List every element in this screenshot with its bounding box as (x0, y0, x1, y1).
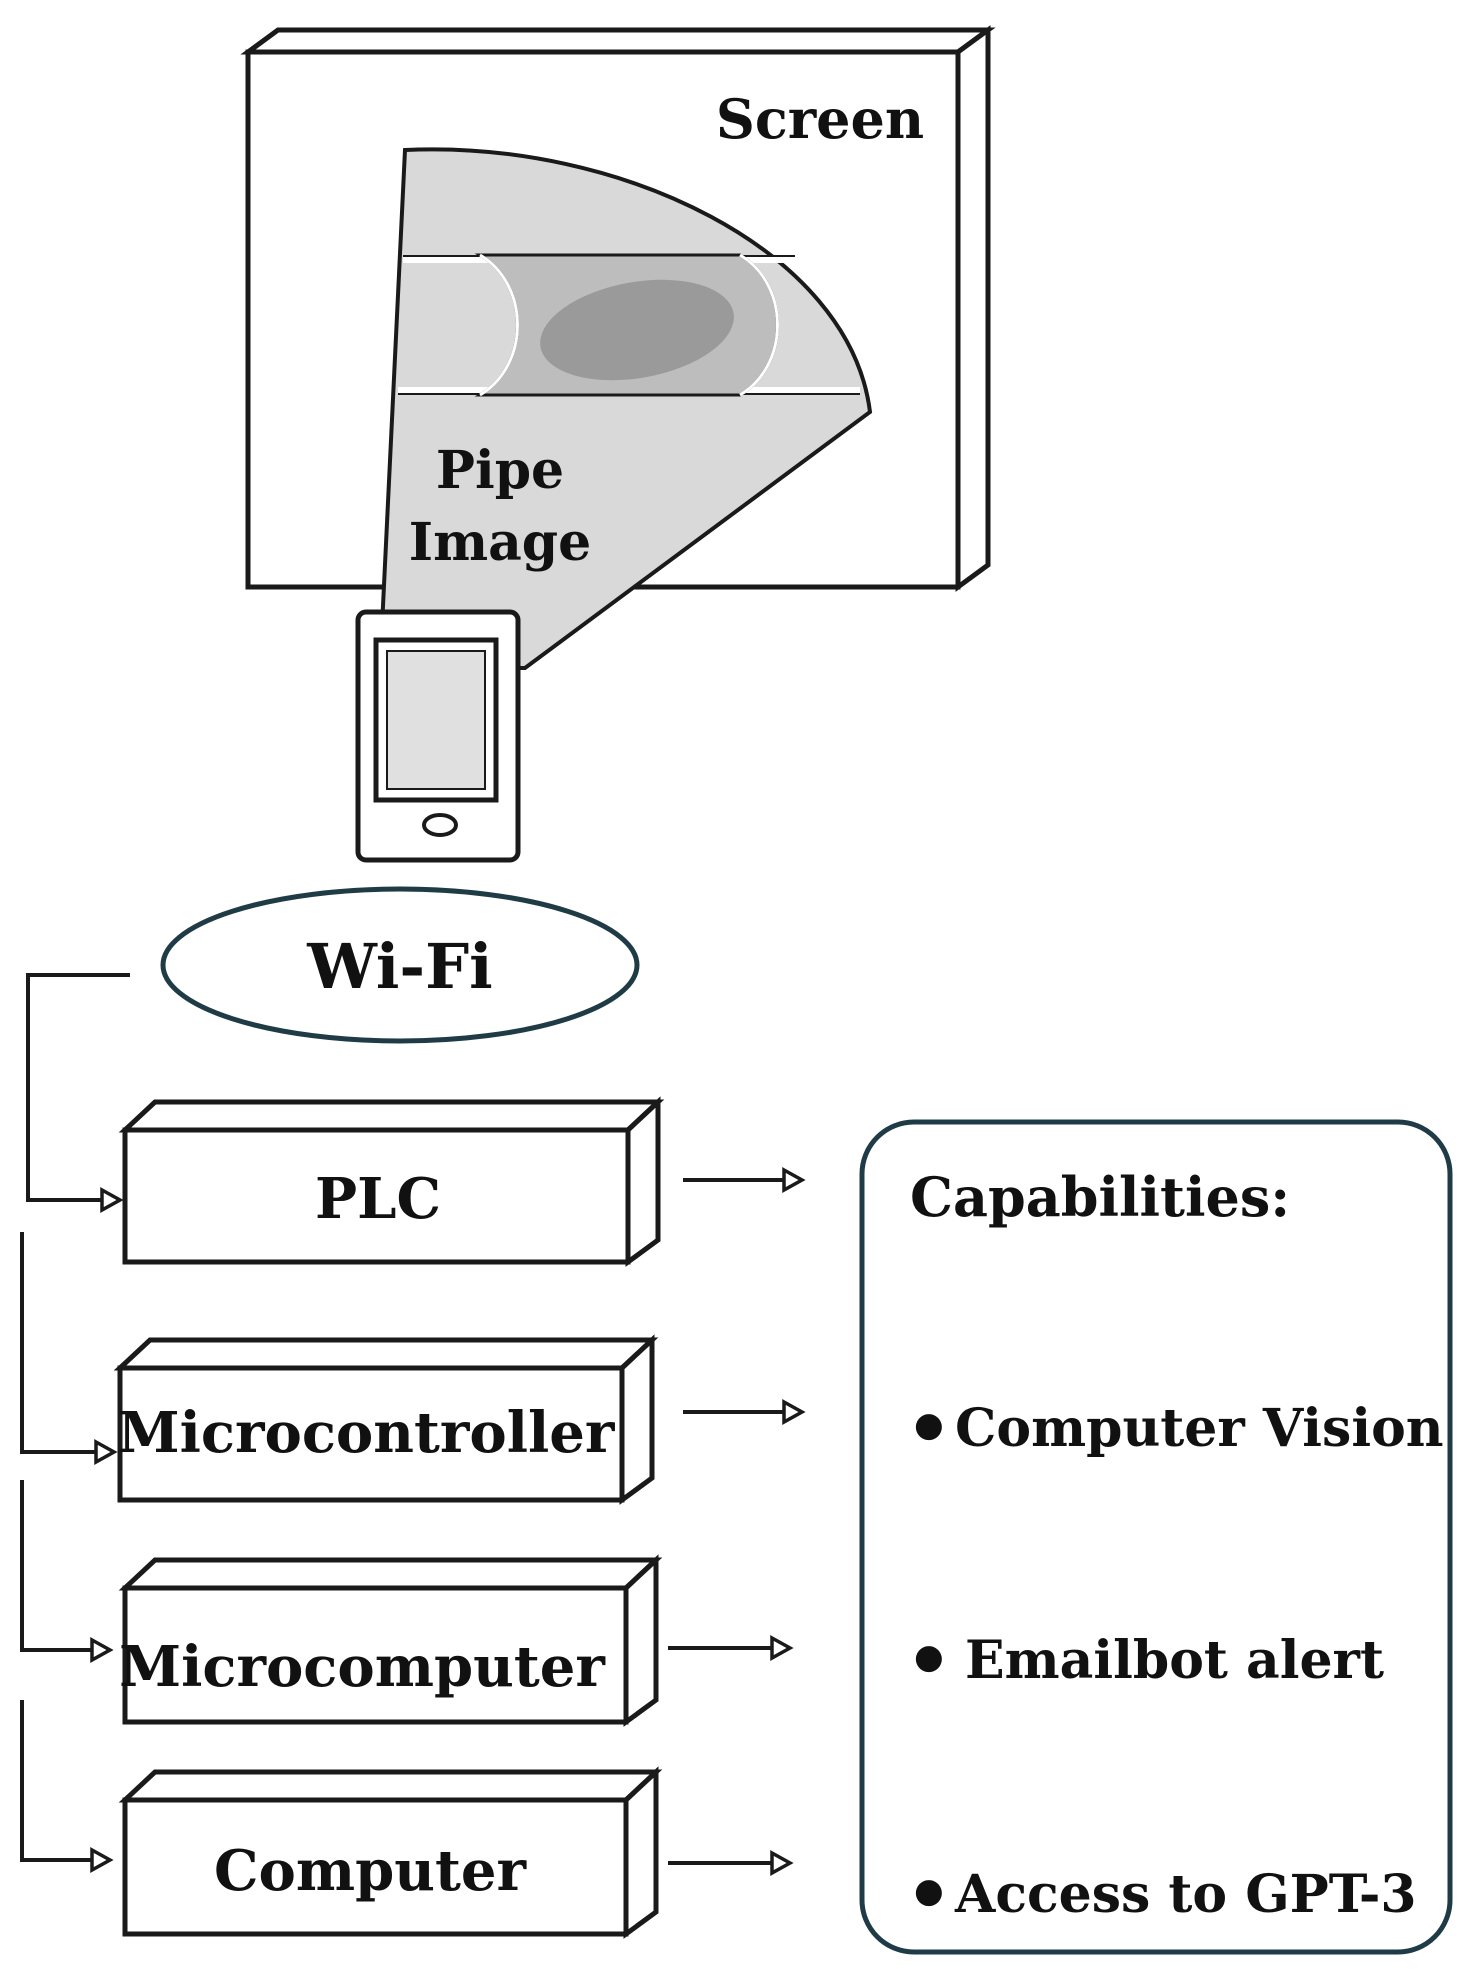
pipe-defect (540, 279, 734, 381)
pipe-image-label-line1: Pipe (436, 440, 564, 501)
capability-bullet-3: ● (914, 1871, 944, 1911)
screen-label: Screen (716, 87, 924, 151)
device-plc: PLC (118, 1096, 665, 1267)
capability-emailbot-alert: Emailbot alert (965, 1630, 1384, 1691)
capability-computer-vision: Computer Vision (955, 1398, 1444, 1459)
device-label-microcomputer: Microcomputer (119, 1634, 606, 1700)
wifi-node: Wi-Fi (160, 886, 640, 1044)
device-label-plc: PLC (315, 1166, 441, 1232)
wifi-label: Wi-Fi (306, 930, 492, 1003)
capabilities-panel: Capabilities: ● Computer Vision ● Emailb… (859, 1119, 1453, 1955)
capabilities-title: Capabilities: (910, 1165, 1290, 1229)
capability-arrows (668, 1167, 806, 1876)
device-label-computer: Computer (214, 1838, 528, 1904)
pipe-image-label-line2: Image (409, 512, 591, 573)
device-label-microcontroller: Microcontroller (118, 1400, 616, 1466)
device-microcontroller: Microcontroller (113, 1334, 659, 1505)
device-computer: Computer (118, 1766, 663, 1939)
device-microcomputer: Microcomputer (118, 1554, 663, 1727)
capability-bullet-1: ● (914, 1405, 944, 1445)
capability-bullet-2: ● (914, 1637, 944, 1677)
smartphone-icon (355, 609, 521, 863)
pipe-image-beam: Pipe Image (377, 147, 873, 670)
wifi-connectors (20, 973, 130, 1873)
capability-access-gpt3: Access to GPT-3 (954, 1864, 1417, 1925)
